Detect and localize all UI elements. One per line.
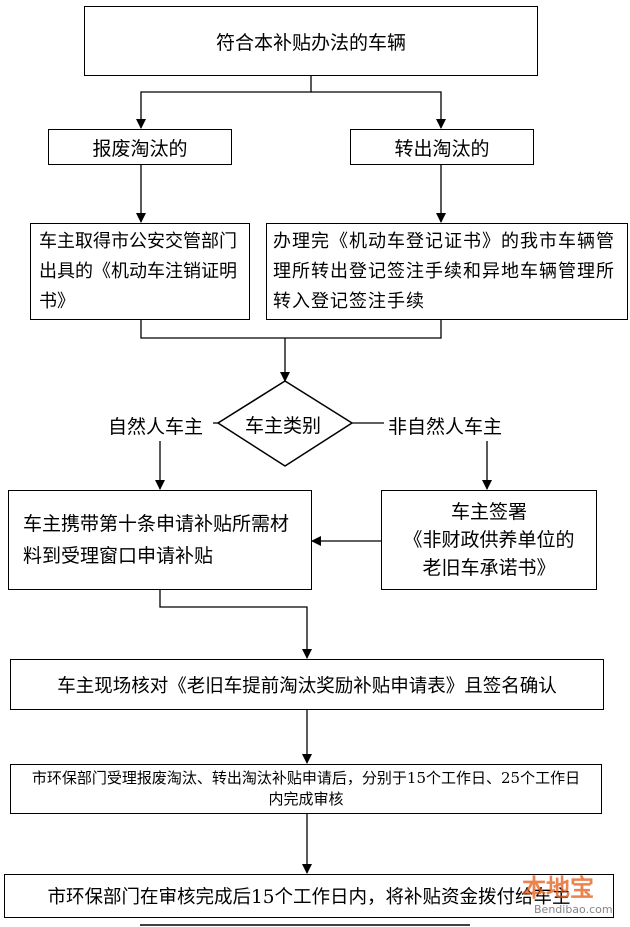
scrap-cert-box: 车主取得市公安交管部门出具的《机动车注销证明书》 [30, 223, 250, 320]
decision-text: 车主类别 [245, 415, 322, 437]
scrap-box: 报废淘汰的 [48, 129, 232, 165]
edge-start-to-scrap [136, 76, 312, 129]
payout-text: 市环保部门在审核完成后15个工作日内，将补贴资金拨付给车主 [47, 887, 571, 908]
payout-box: 市环保部门在审核完成后15个工作日内，将补贴资金拨付给车主 [4, 874, 614, 918]
sign-pledge-line3: 老旧车承诺书》 [422, 557, 556, 579]
start-text: 符合本补贴办法的车辆 [215, 31, 406, 54]
edge-cert-merge [140, 320, 285, 339]
apply-window-box: 车主携带第十条申请补贴所需材料到受理窗口申请补贴 [8, 490, 312, 590]
edge-start-to-transfer [311, 91, 446, 129]
transfer-text: 转出淘汰的 [394, 137, 490, 160]
sign-pledge-line1: 车主签署 [450, 501, 527, 523]
sign-pledge-line2: 《非财政供养单位的 [403, 529, 575, 551]
verify-text: 车主现场核对《老旧车提前淘汰奖励补贴申请表》且签名确认 [57, 675, 557, 697]
non-natural-owner-label: 非自然人车主 [388, 416, 503, 438]
watermark-url: Bendibao.com [534, 903, 613, 916]
review-text: 市环保部门受理报废淘汰、转出淘汰补贴申请后，分别于15个工作日、25个工作日内完… [31, 769, 581, 808]
apply-window-text: 车主携带第十条申请补贴所需材料到受理窗口申请补贴 [23, 513, 290, 567]
decision-diamond [216, 380, 354, 467]
scrap-cert-text: 车主取得市公安交管部门出具的《机动车注销证明书》 [39, 230, 237, 312]
edge-apply-to-verify [159, 590, 312, 659]
watermark-logo: 本地宝 [522, 874, 594, 902]
review-box: 市环保部门受理报废淘汰、转出淘汰补贴申请后，分别于15个工作日、25个工作日内完… [10, 764, 602, 814]
edge-proc-merge [285, 320, 442, 339]
natural-owner-label: 自然人车主 [108, 416, 204, 438]
start-box: 符合本补贴办法的车辆 [84, 6, 538, 76]
transfer-proc-box: 办理完《机动车登记证书》的我市车辆管理所转出登记签注手续和异地车辆管理所转入登记… [266, 223, 628, 320]
transfer-box: 转出淘汰的 [350, 129, 534, 165]
verify-box: 车主现场核对《老旧车提前淘汰奖励补贴申请表》且签名确认 [10, 659, 604, 710]
scrap-text: 报废淘汰的 [92, 137, 188, 160]
sign-pledge-box: 车主签署 《非财政供养单位的 老旧车承诺书》 [381, 490, 597, 590]
transfer-proc-text: 办理完《机动车登记证书》的我市车辆管理所转出登记签注手续和异地车辆管理所转入登记… [273, 230, 615, 312]
